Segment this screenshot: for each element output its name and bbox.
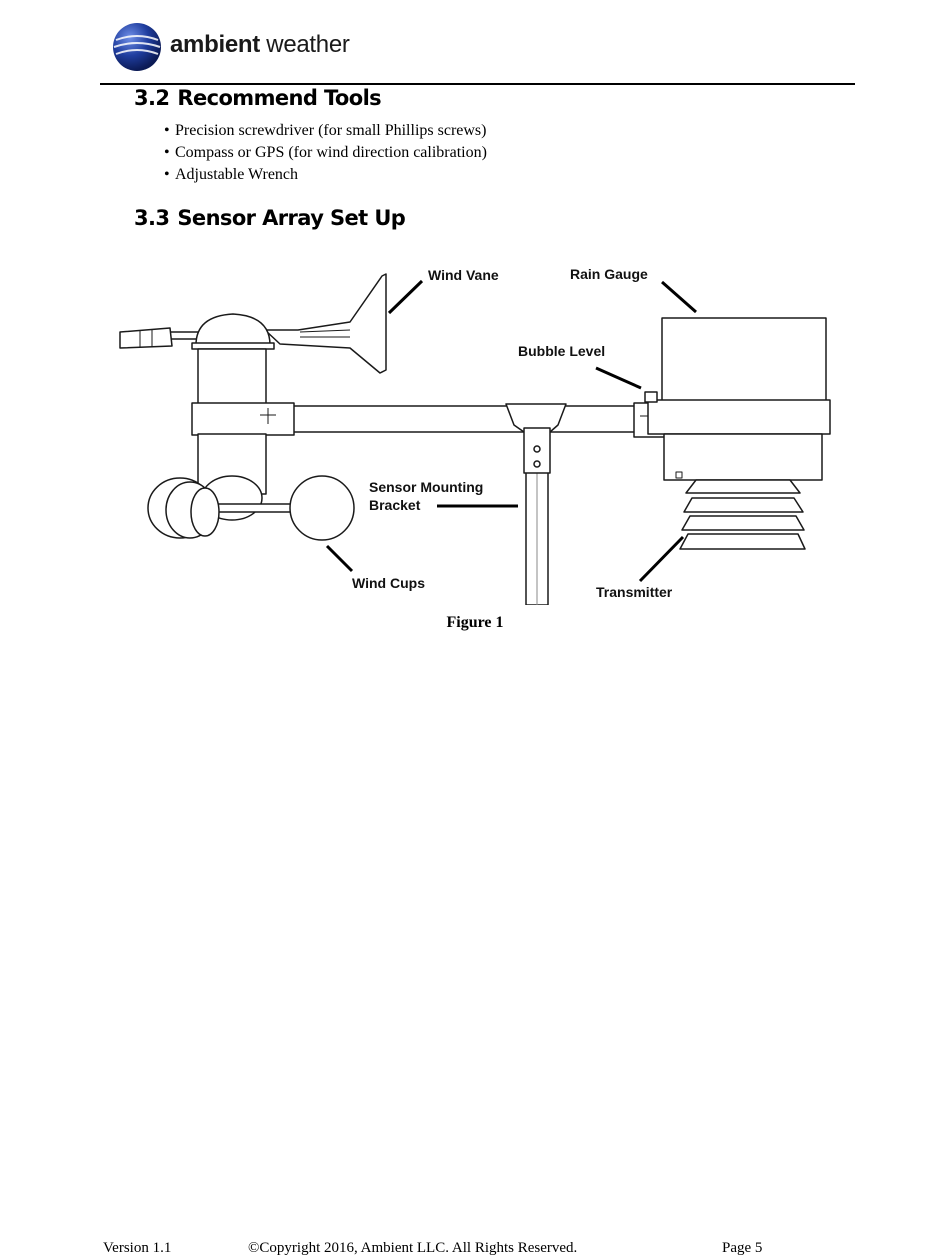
globe-logo-icon [113,23,161,71]
wind-vane-tail [264,273,387,374]
section-number: 3.2 [134,86,170,110]
radiation-shield-plate [683,497,804,513]
section-title: Sensor Array Set Up [177,206,406,230]
leader-line [661,280,697,314]
radiation-shield-plate [679,533,806,550]
bullet-icon: • [164,144,170,161]
bullet-icon: • [164,122,170,139]
list-item-text: Adjustable Wrench [175,166,299,183]
leader-line [638,535,685,583]
section-title: Recommend Tools [177,86,382,110]
list-item-text: Precision screwdriver (for small Phillip… [175,122,487,139]
radiation-shield-plate [681,515,805,531]
ambient-weather-logo [112,22,162,72]
footer-page-number: Page 5 [722,1240,763,1256]
rain-gauge-base [647,399,831,435]
list-item: • Precision screwdriver (for small Philli… [164,120,487,142]
tools-list: • Precision screwdriver (for small Philli… [164,120,487,186]
vane-column [197,348,267,408]
label-wind-cups: Wind Cups [352,575,425,591]
leader-line [387,279,424,315]
label-bubble-level: Bubble Level [518,343,605,359]
label-sensor-mounting: Sensor Mounting [369,479,483,495]
header-rule [100,83,855,85]
list-item: • Compass or GPS (for wind direction cali… [164,142,487,164]
logo-wordmark: ambient weather [170,31,350,59]
leader-line [595,366,642,390]
figure-caption: Figure 1 [446,614,504,631]
bubble-level [644,391,658,403]
wind-cup-right [289,475,355,541]
mount-collar-left [191,402,295,436]
list-item-text: Compass or GPS (for wind direction calib… [175,144,487,161]
label-rain-gauge: Rain Gauge [570,266,648,282]
sensor-array-diagram: Wind Vane Rain Gauge Bubble Level Sensor… [119,266,831,605]
crossbar-arm [289,405,639,433]
leader-line [325,544,354,573]
footer-copyright: ©Copyright 2016, Ambient LLC. All Rights… [248,1240,578,1256]
vane-counterweight [119,327,173,349]
list-item: • Adjustable Wrench [164,164,487,186]
footer-version: Version 1.1 [103,1240,172,1256]
label-transmitter: Transmitter [596,584,673,600]
logo-wordmark-bold: ambient [170,31,260,58]
section-heading-sensor-array: 3.3 Sensor Array Set Up [134,206,406,230]
label-wind-vane: Wind Vane [428,267,499,283]
radiation-shield-plate [685,479,801,494]
vane-dome [195,313,271,346]
rain-gauge-funnel [661,317,827,404]
bullet-icon: • [164,166,170,183]
section-heading-recommend-tools: 3.2 Recommend Tools [134,86,382,110]
transmitter-housing [663,433,823,481]
section-number: 3.3 [134,206,170,230]
label-bracket: Bracket [369,497,421,513]
logo-wordmark-regular: weather [259,31,350,58]
